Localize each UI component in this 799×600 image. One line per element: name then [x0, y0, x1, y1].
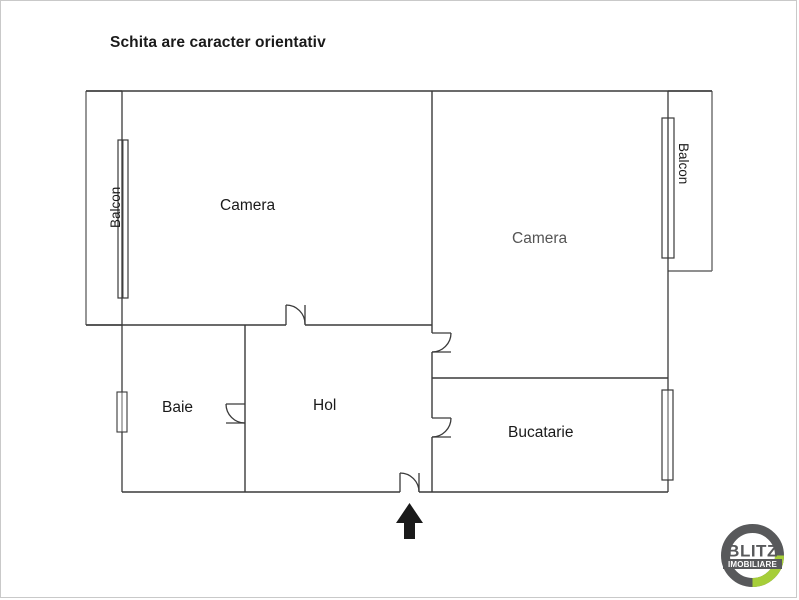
baie-window	[116, 391, 128, 433]
door-hol-camera2	[431, 332, 452, 353]
room-label-baie: Baie	[162, 399, 194, 416]
room-label-hol: Hol	[313, 397, 337, 414]
room-label-bucatarie: Bucatarie	[508, 424, 574, 441]
balcon-left-window	[117, 139, 129, 299]
door-hol-baie	[225, 403, 246, 424]
door-hol-bucatarie	[431, 417, 452, 438]
logo-secondary-text: IMOBILIARE	[728, 560, 778, 569]
room-label-camera-1: Camera	[220, 197, 276, 214]
blitz-imobiliare-logo: BLITZ IMOBILIARE	[721, 524, 784, 587]
bucatarie-window	[661, 389, 674, 481]
room-label-camera-2: Camera	[512, 230, 568, 247]
entrance-arrow	[396, 503, 423, 539]
balcon-label-right: Balcon	[676, 143, 691, 185]
balcon-label-left: Balcon	[108, 186, 123, 228]
door-entrance	[399, 472, 420, 493]
logo-secondary-bar	[723, 559, 782, 569]
page-title: Schita are caracter orientativ	[110, 34, 326, 51]
logo-primary-text: BLITZ	[727, 542, 778, 561]
door-hol-camera1	[285, 304, 306, 325]
